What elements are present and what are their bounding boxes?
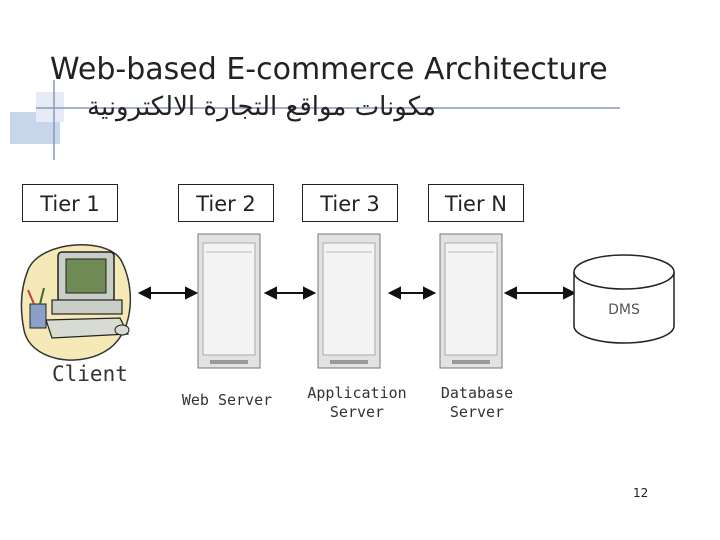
page-number: 12 — [633, 486, 649, 500]
arrow-web-app — [263, 286, 317, 300]
tier-3-box: Tier 3 — [302, 184, 398, 222]
application-server-label-line1: Application — [307, 384, 407, 402]
web-server-label: Web Server — [181, 391, 273, 409]
arrow-db-dms — [503, 286, 577, 300]
client-computer-icon — [20, 244, 132, 361]
tier-1-box: Tier 1 — [22, 184, 118, 222]
application-server-label-line2: Server — [329, 403, 385, 421]
slide-subtitle-arabic: مكونات مواقع التجارة الالكترونية — [87, 92, 436, 122]
dms-cylinder-icon — [573, 254, 675, 344]
deco-square-pale — [36, 92, 64, 122]
client-label: Client — [52, 362, 128, 386]
database-server-label: Database Server — [416, 384, 538, 422]
tier-2-box: Tier 2 — [178, 184, 274, 222]
application-server-icon — [317, 233, 381, 369]
dms-label: DMS — [608, 302, 640, 318]
application-server-label: Application Server — [296, 384, 418, 422]
arrow-client-web — [137, 286, 199, 300]
database-server-label-line1: Database — [440, 384, 514, 402]
web-server-icon — [197, 233, 261, 369]
arrow-app-db — [387, 286, 437, 300]
database-server-label-line2: Server — [449, 403, 505, 421]
tier-n-box: Tier N — [428, 184, 524, 222]
slide-title: Web-based E-commerce Architecture — [50, 52, 608, 87]
database-server-icon — [439, 233, 503, 369]
